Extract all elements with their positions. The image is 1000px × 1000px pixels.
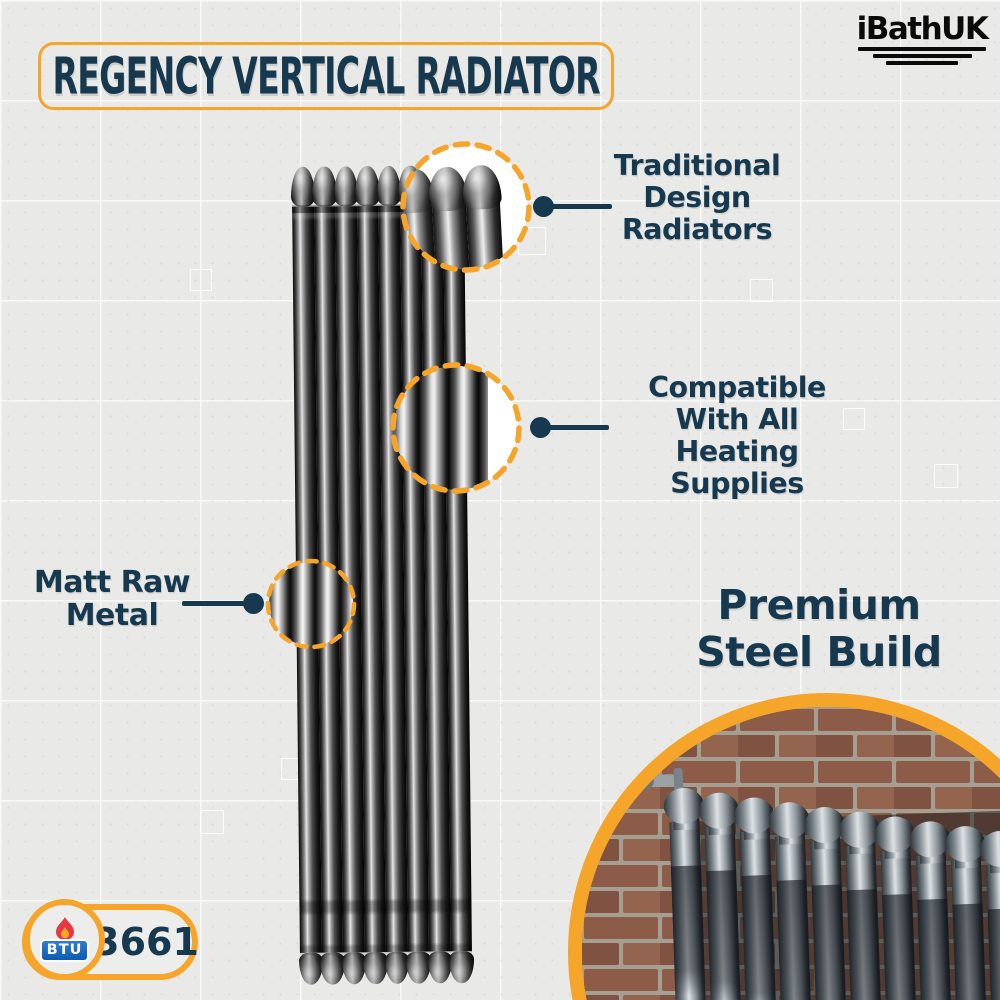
decor-square	[843, 408, 865, 430]
feature-premium-steel: Premium Steel Build	[696, 581, 942, 676]
connector-dot	[243, 593, 264, 614]
decor-square	[190, 269, 212, 291]
page-title: REGENCY VERTICAL RADIATOR	[52, 46, 600, 106]
zoomed-cap	[404, 204, 436, 269]
callout-matt-raw-metal: Matt Raw Metal	[33, 565, 191, 633]
zoomed-cap	[465, 200, 504, 269]
connector-dot	[530, 417, 551, 438]
zoomed-tubes	[394, 366, 489, 490]
zoomed-cap	[431, 202, 470, 269]
decor-square	[200, 810, 224, 834]
connector-dot	[533, 196, 554, 217]
btu-label: BTU	[39, 938, 90, 963]
decor-square	[934, 464, 958, 488]
detail-circle-finish	[265, 558, 357, 650]
detail-circle-top-caps	[400, 141, 532, 273]
radiator-brick-photo	[582, 707, 1000, 1000]
callout-traditional-design: Traditional Design Radiators	[613, 149, 781, 246]
connector-line	[547, 425, 609, 430]
ripple-lines-icon	[872, 54, 972, 58]
flame-icon	[55, 916, 74, 940]
callout-compatibility: Compatible With All Heating Supplies	[648, 371, 826, 500]
decor-square	[750, 279, 773, 302]
zoomed-tubes	[269, 562, 353, 646]
detail-circle-tubes	[390, 362, 522, 494]
btu-value: 3661	[93, 920, 199, 964]
title-banner: REGENCY VERTICAL RADIATOR	[38, 42, 614, 110]
connector-line	[182, 601, 248, 606]
ripple-lines-icon	[886, 61, 958, 65]
ripple-lines-icon	[858, 47, 986, 51]
lifestyle-photo-circle	[568, 693, 1000, 1000]
btu-badge: BTU	[24, 899, 105, 980]
connector-line	[550, 204, 612, 209]
brand-logo: iBathUK	[856, 11, 989, 65]
brand-name: iBathUK	[856, 11, 989, 47]
